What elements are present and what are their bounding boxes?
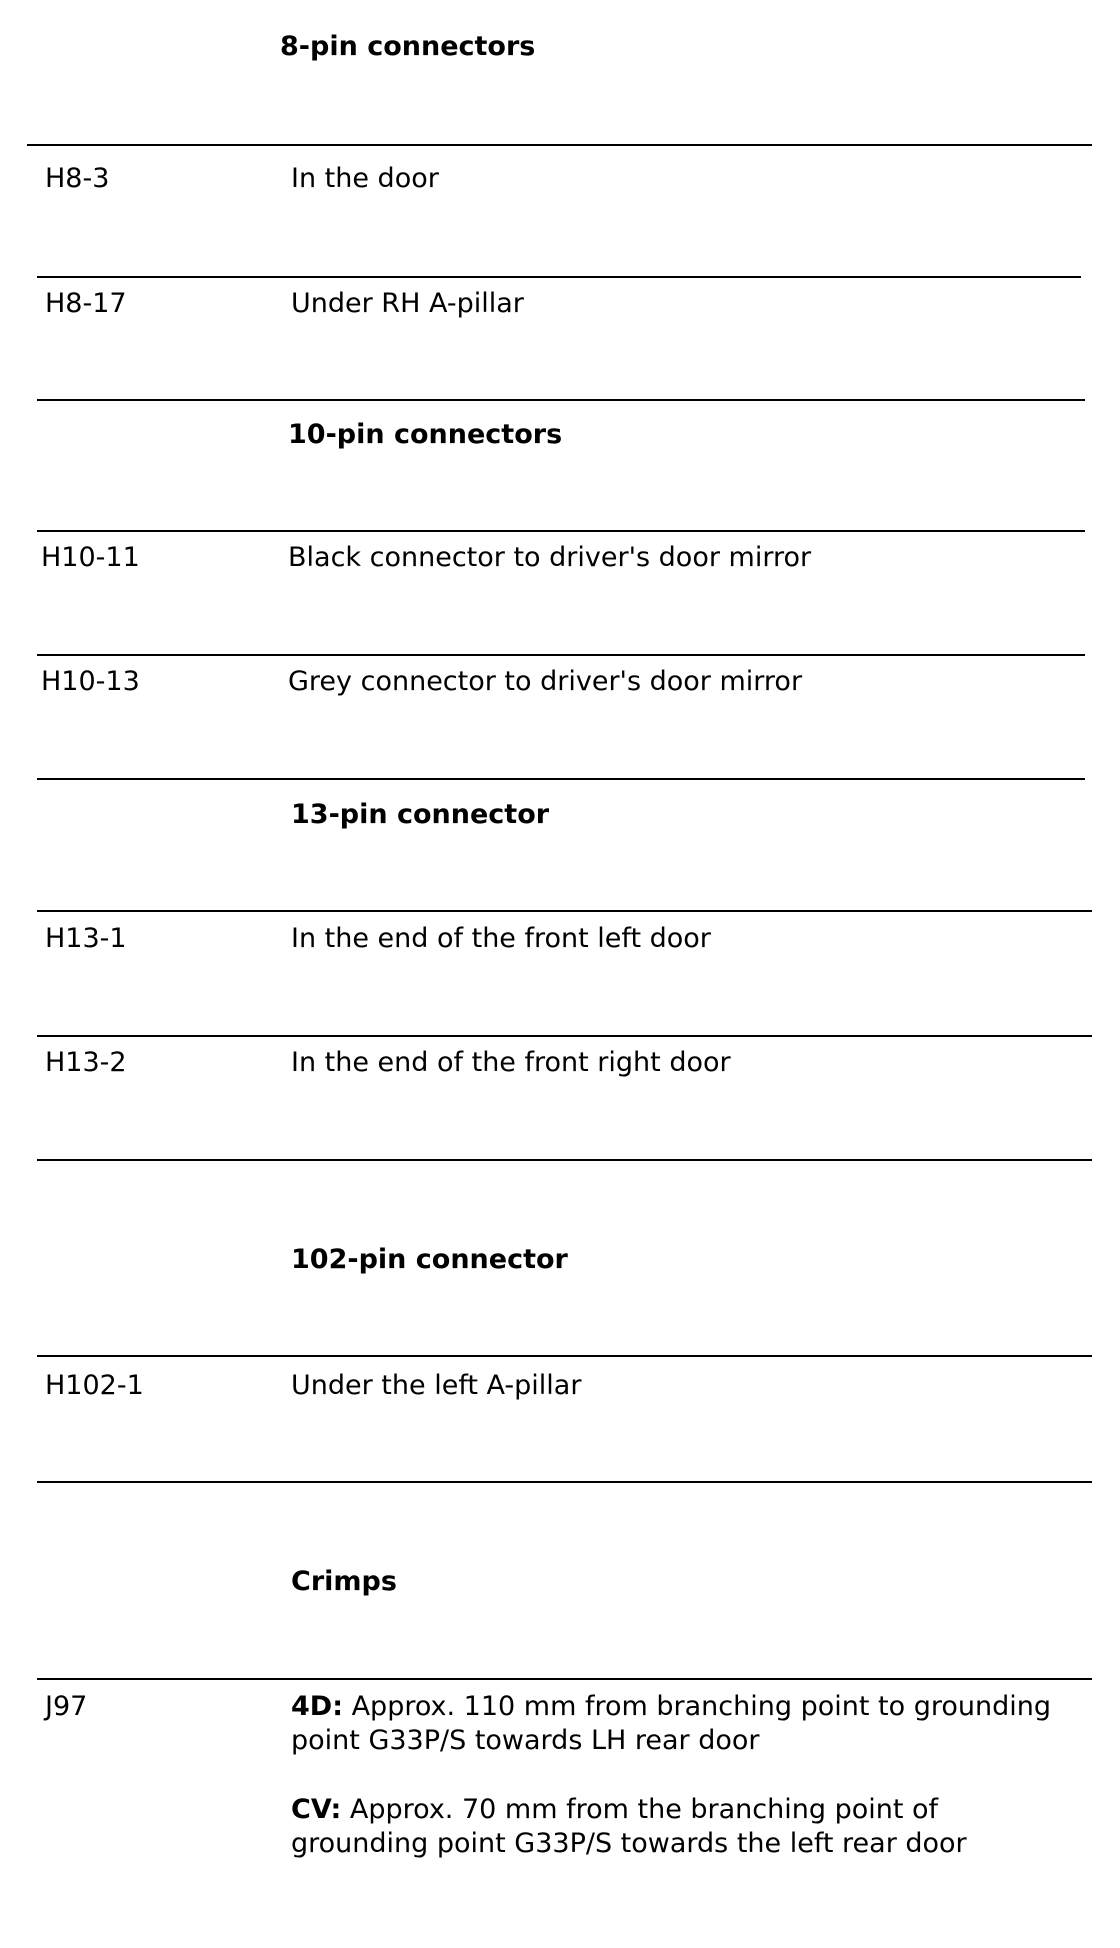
- connector-location-h10-13: Grey connector to driver's door mirror: [288, 666, 803, 697]
- crimp-note-4d-line2: point G33P/S towards LH rear door: [291, 1725, 760, 1756]
- table-divider: [27, 144, 1092, 146]
- crimp-note-cv-line2: grounding point G33P/S towards the left …: [291, 1828, 967, 1859]
- table-divider: [37, 654, 1085, 656]
- connector-code-h13-1: H13-1: [45, 923, 127, 954]
- connector-code-h8-17: H8-17: [45, 288, 127, 319]
- connector-location-h13-1: In the end of the front left door: [291, 923, 711, 954]
- table-divider: [37, 1355, 1092, 1357]
- table-divider: [37, 1678, 1092, 1680]
- connector-location-h8-17: Under RH A-pillar: [291, 288, 524, 319]
- connector-code-h10-11: H10-11: [41, 542, 140, 573]
- section-heading-crimps: Crimps: [291, 1566, 397, 1597]
- crimp-note-4d-line1: 4D: Approx. 110 mm from branching point …: [291, 1690, 1051, 1724]
- section-heading-13-pin: 13-pin connector: [291, 799, 550, 830]
- table-divider: [37, 1159, 1092, 1161]
- table-divider: [37, 276, 1081, 278]
- table-divider: [37, 910, 1092, 912]
- section-heading-10-pin: 10-pin connectors: [288, 419, 563, 450]
- connector-code-h8-3: H8-3: [45, 163, 110, 194]
- connector-location-h102-1: Under the left A-pillar: [291, 1370, 582, 1401]
- section-heading-8-pin: 8-pin connectors: [280, 31, 536, 62]
- connector-location-h8-3: In the door: [291, 163, 439, 194]
- table-divider: [37, 1481, 1092, 1483]
- connector-location-h10-11: Black connector to driver's door mirror: [288, 542, 812, 573]
- connector-code-h13-2: H13-2: [45, 1047, 127, 1078]
- table-divider: [37, 1035, 1092, 1037]
- connector-location-h13-2: In the end of the front right door: [291, 1047, 731, 1078]
- crimp-note-4d-label: 4D:: [291, 1691, 343, 1722]
- crimp-note-4d-text: Approx. 110 mm from branching point to g…: [343, 1691, 1051, 1722]
- crimp-note-cv-text: Approx. 70 mm from the branching point o…: [341, 1794, 939, 1825]
- crimp-code-j97: J97: [45, 1691, 88, 1722]
- crimp-note-cv-label: CV:: [291, 1794, 342, 1825]
- table-divider: [37, 530, 1085, 532]
- section-heading-102-pin: 102-pin connector: [291, 1244, 568, 1275]
- table-divider: [37, 399, 1085, 401]
- connector-code-h102-1: H102-1: [45, 1370, 144, 1401]
- connector-code-h10-13: H10-13: [41, 666, 140, 697]
- crimp-note-cv-line1: CV: Approx. 70 mm from the branching poi…: [291, 1793, 938, 1827]
- table-divider: [37, 778, 1085, 780]
